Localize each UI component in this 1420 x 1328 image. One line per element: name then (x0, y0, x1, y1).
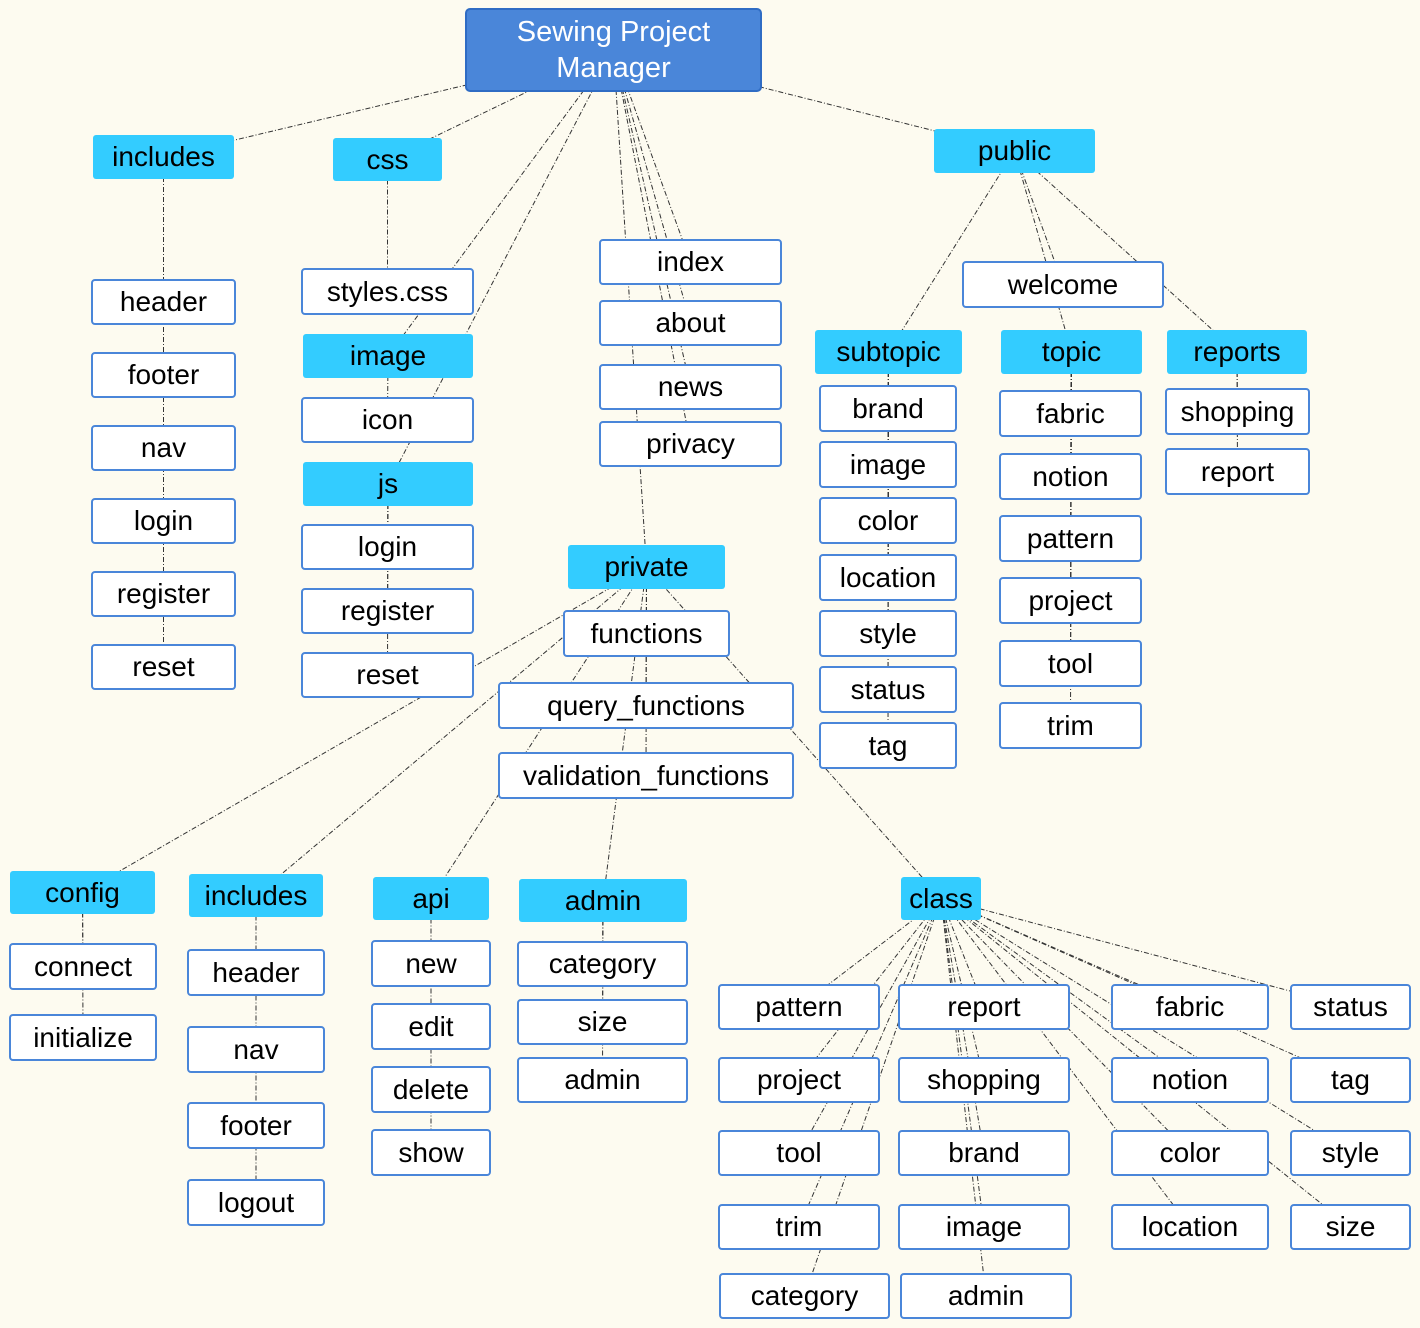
class-brand[interactable]: brand (898, 1130, 1070, 1176)
includes-reset-file[interactable]: reset (91, 644, 236, 690)
class-size[interactable]: size (1290, 1204, 1411, 1250)
class-report[interactable]: report (898, 984, 1070, 1030)
class-project[interactable]: project (718, 1057, 880, 1103)
topic-tool[interactable]: tool (999, 640, 1142, 687)
admin-size[interactable]: size (517, 999, 688, 1045)
connector-line (1014, 150, 1064, 285)
query-functions-file[interactable]: query_functions (498, 682, 794, 729)
private-includes-footer[interactable]: footer (187, 1102, 325, 1149)
connector-line (613, 49, 691, 324)
image-folder[interactable]: image (303, 334, 473, 378)
js-login-file[interactable]: login (301, 524, 474, 570)
api-show[interactable]: show (371, 1129, 491, 1176)
public-folder[interactable]: public (934, 129, 1095, 173)
subtopic-image[interactable]: image (819, 441, 957, 488)
class-location[interactable]: location (1111, 1204, 1269, 1250)
js-register-file[interactable]: register (301, 588, 474, 634)
about-page[interactable]: about (599, 300, 782, 346)
includes-footer-file[interactable]: footer (91, 352, 236, 398)
class-notion[interactable]: notion (1111, 1057, 1269, 1103)
connector-line (798, 898, 942, 1154)
connector-line (602, 566, 647, 901)
connector-line (602, 900, 604, 1081)
topic-fabric[interactable]: fabric (999, 390, 1142, 437)
includes-register-file[interactable]: register (91, 571, 236, 617)
news-page[interactable]: news (599, 364, 782, 410)
topic-folder[interactable]: topic (1001, 330, 1142, 374)
js-folder[interactable]: js (303, 462, 473, 506)
includes-login-file[interactable]: login (91, 498, 236, 544)
reports-shopping[interactable]: shopping (1165, 388, 1310, 435)
connector-line (1014, 150, 1238, 353)
includes-nav-file[interactable]: nav (91, 425, 236, 471)
api-delete[interactable]: delete (371, 1066, 491, 1113)
subtopic-tag[interactable]: tag (819, 722, 957, 769)
class-tool[interactable]: tool (718, 1130, 880, 1176)
class-status[interactable]: status (1290, 984, 1411, 1030)
class-pattern[interactable]: pattern (718, 984, 880, 1030)
class-shopping[interactable]: shopping (898, 1057, 1070, 1103)
functions-file[interactable]: functions (563, 610, 730, 657)
class-trim[interactable]: trim (718, 1204, 880, 1250)
welcome-page[interactable]: welcome (962, 261, 1164, 308)
private-includes-nav[interactable]: nav (187, 1026, 325, 1073)
class-style[interactable]: style (1290, 1130, 1411, 1176)
includes-header-file[interactable]: header (91, 279, 236, 325)
class-image[interactable]: image (898, 1204, 1070, 1250)
config-folder[interactable]: config (10, 871, 155, 914)
subtopic-location[interactable]: location (819, 554, 957, 601)
reports-folder[interactable]: reports (1167, 330, 1307, 374)
subtopic-status[interactable]: status (819, 666, 957, 713)
topic-trim[interactable]: trim (999, 702, 1142, 749)
root-label: Sewing Project Manager (516, 16, 711, 84)
subtopic-brand[interactable]: brand (819, 385, 957, 432)
admin-folder[interactable]: admin (519, 879, 687, 922)
class-color[interactable]: color (1111, 1130, 1269, 1176)
class-category[interactable]: category (719, 1273, 890, 1319)
connector-line (82, 566, 647, 893)
connector-line (387, 483, 389, 676)
subtopic-folder[interactable]: subtopic (815, 330, 962, 374)
connector-line (387, 49, 614, 357)
config-connect[interactable]: connect (9, 943, 157, 990)
private-includes-folder[interactable]: includes (189, 874, 323, 917)
connector-line (940, 898, 1351, 1008)
private-folder[interactable]: private (568, 545, 725, 589)
topic-notion[interactable]: notion (999, 453, 1142, 500)
api-edit[interactable]: edit (371, 1003, 491, 1050)
includes-folder[interactable]: includes (93, 135, 234, 179)
admin-category[interactable]: category (517, 941, 688, 987)
subtopic-color[interactable]: color (819, 497, 957, 544)
css-folder[interactable]: css (333, 138, 442, 181)
connector-line (798, 898, 942, 1081)
class-tag[interactable]: tag (1290, 1057, 1411, 1103)
connector-line (430, 566, 647, 899)
private-includes-header[interactable]: header (187, 949, 325, 996)
api-new[interactable]: new (371, 940, 491, 987)
class-folder[interactable]: class (901, 877, 981, 920)
root-node[interactable]: Sewing Project Manager (465, 8, 762, 92)
private-includes-logout[interactable]: logout (187, 1179, 325, 1226)
connector-line (888, 150, 1015, 353)
index-page[interactable]: index (599, 239, 782, 285)
connector-line (613, 49, 647, 568)
topic-pattern[interactable]: pattern (999, 515, 1142, 562)
connector-line (940, 898, 985, 1154)
styles-css-file[interactable]: styles.css (301, 268, 474, 315)
class-fabric[interactable]: fabric (1111, 984, 1269, 1030)
validation-functions-file[interactable]: validation_functions (498, 752, 794, 799)
js-reset-file[interactable]: reset (301, 652, 474, 698)
icon-file[interactable]: icon (301, 397, 474, 443)
connector-line (613, 49, 691, 388)
connector-line (1014, 150, 1072, 353)
config-initialize[interactable]: initialize (9, 1014, 157, 1061)
admin-admin[interactable]: admin (517, 1057, 688, 1103)
connector-line (645, 566, 647, 776)
reports-report[interactable]: report (1165, 448, 1310, 495)
class-admin[interactable]: admin (900, 1273, 1072, 1319)
topic-project[interactable]: project (999, 577, 1142, 624)
privacy-page[interactable]: privacy (599, 421, 782, 467)
subtopic-style[interactable]: style (819, 610, 957, 657)
api-folder[interactable]: api (373, 877, 489, 920)
